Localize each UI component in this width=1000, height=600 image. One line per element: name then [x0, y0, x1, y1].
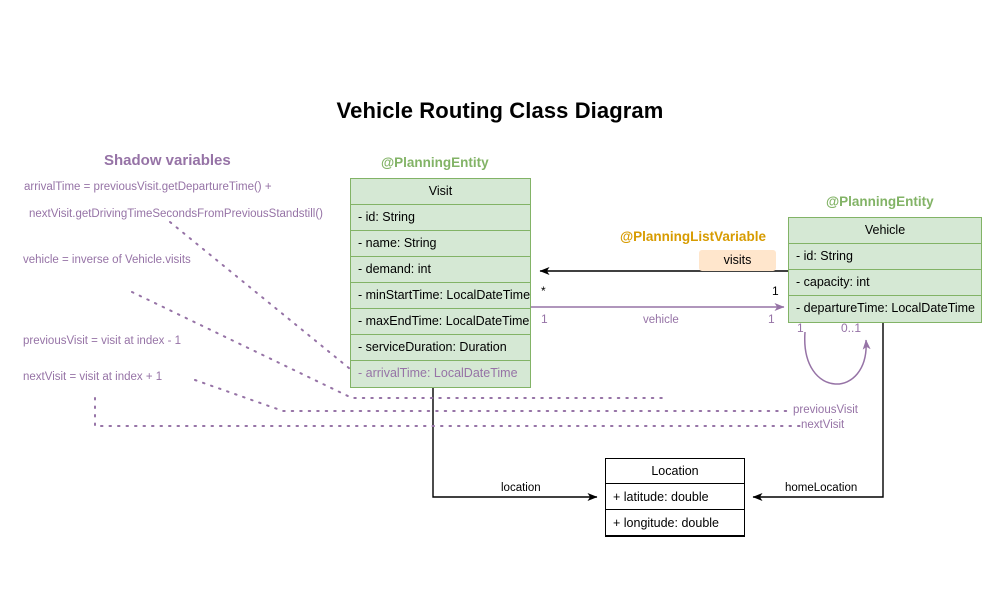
shadow-link-next-visit: [94, 397, 801, 427]
visits-target-multiplicity: *: [541, 284, 546, 298]
location-attribute-latitude: + latitude: double: [606, 484, 744, 510]
visits-badge: visits: [699, 250, 776, 271]
visit-attribute-arrival-time: - arrivalTime: LocalDateTime: [358, 366, 518, 380]
class-box-visit[interactable]: Visit - id: String - name: String - dema…: [350, 178, 531, 388]
self-loop-source-multiplicity: 1: [797, 321, 804, 335]
vehicle-attribute-capacity: - capacity: int: [789, 270, 981, 296]
shadow-variable-line-4: previousVisit = visit at index - 1: [23, 335, 181, 347]
next-visit-edge-label: nextVisit: [801, 419, 845, 431]
visit-class-name: Visit: [351, 179, 530, 205]
shadow-variables-title: Shadow variables: [104, 152, 231, 169]
shadow-variable-line-3: vehicle = inverse of Vehicle.visits: [23, 254, 191, 266]
edge-self-loop: [804, 331, 871, 385]
vehicle-attribute-departure-time: - departureTime: LocalDateTime: [796, 301, 976, 315]
page-title: Vehicle Routing Class Diagram: [336, 98, 664, 123]
visit-attribute-demand: - demand: int: [351, 257, 530, 283]
previous-visit-edge-label: previousVisit: [793, 404, 858, 416]
planning-list-variable-stereotype: @PlanningListVariable: [620, 229, 766, 244]
home-location-edge-label: homeLocation: [785, 482, 858, 494]
visit-stereotype: @PlanningEntity: [381, 155, 489, 170]
visit-attribute-service-duration: - serviceDuration: Duration: [351, 335, 530, 361]
shadow-variable-line-1: arrivalTime = previousVisit.getDeparture…: [24, 181, 272, 193]
location-class-name: Location: [606, 459, 744, 484]
vehicle-attribute-id: - id: String: [789, 244, 981, 270]
class-box-vehicle[interactable]: Vehicle - id: String - capacity: int - d…: [788, 217, 982, 323]
visit-attribute-id: - id: String: [351, 205, 530, 231]
self-loop-target-multiplicity: 0..1: [841, 321, 862, 335]
visit-attribute-min-start-time: - minStartTime: LocalDateTime: [351, 283, 530, 309]
class-box-location[interactable]: Location + latitude: double + longitude:…: [605, 458, 745, 537]
vehicle-stereotype: @PlanningEntity: [826, 194, 934, 209]
visit-attribute-max-end-time: - maxEndTime: LocalDateTime: [351, 309, 530, 335]
visit-attribute-name: - name: String: [351, 231, 530, 257]
shadow-link-arrival-time: [169, 221, 356, 374]
vehicle-target-multiplicity: 1: [768, 312, 775, 326]
visits-source-multiplicity: 1: [772, 284, 779, 298]
shadow-variable-line-2: nextVisit.getDrivingTimeSecondsFromPrevi…: [29, 208, 323, 220]
location-attribute-longitude: + longitude: double: [606, 510, 744, 536]
vehicle-class-name: Vehicle: [789, 218, 981, 244]
vehicle-edge-label: vehicle: [643, 314, 679, 326]
shadow-variable-line-5: nextVisit = visit at index + 1: [23, 371, 163, 383]
edge-location: [432, 386, 598, 501]
location-edge-label: location: [501, 482, 541, 494]
vehicle-source-multiplicity: 1: [541, 312, 548, 326]
